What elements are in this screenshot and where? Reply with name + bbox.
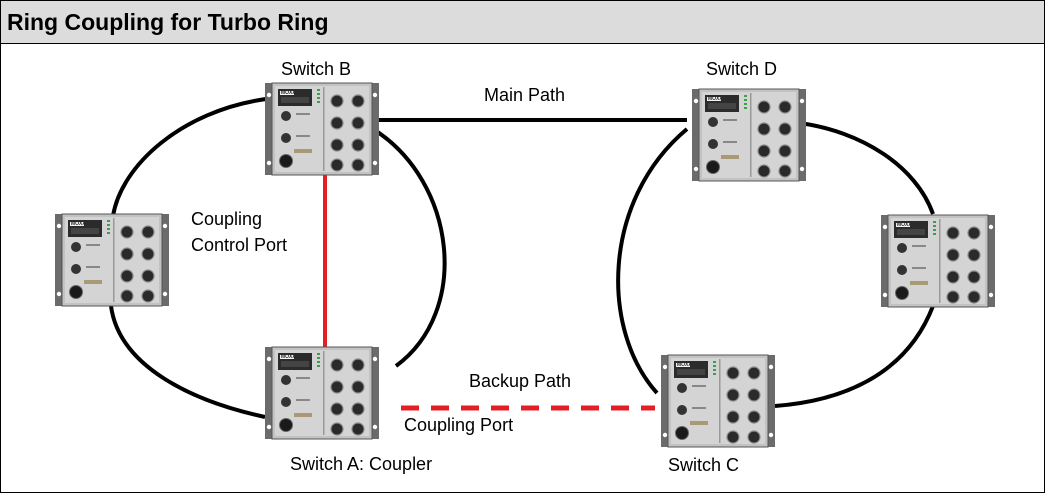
link-switchd-right (798, 121, 935, 215)
switch-b-brand: MOXA (281, 90, 296, 96)
coupling-control-port-label: Coupling Control Port (191, 206, 287, 258)
switch-b-label: Switch B (281, 59, 352, 79)
link-switchd-switchc-arc (616, 127, 689, 395)
ring-links (109, 97, 935, 419)
switch-a-device (264, 346, 380, 440)
link-left-switcha (109, 305, 266, 419)
switch-d-label: Switch D (706, 59, 778, 79)
switch-c-brand: MOXA (677, 362, 692, 368)
switch-left-device (54, 213, 170, 307)
switch-left-brand: MOXA (71, 221, 86, 227)
link-right-switchc (774, 305, 935, 408)
switch-c-label: Switch C (668, 455, 740, 475)
link-switchb-switcha-arc (371, 127, 447, 368)
switch-d-brand: MOXA (708, 96, 723, 102)
link-switchb-left (111, 97, 267, 217)
switch-d-device (691, 88, 807, 182)
switch-right-device (880, 214, 996, 308)
switch-right-brand: MOXA (897, 222, 912, 228)
coupling-port-label: Coupling Port (404, 415, 514, 435)
coupling-control-line1: Coupling (191, 209, 263, 229)
backup-path-label: Backup Path (469, 371, 572, 391)
switch-b-device (264, 82, 380, 176)
coupling-control-line2: Control Port (191, 235, 288, 255)
title-bar: Ring Coupling for Turbo Ring (1, 1, 1044, 44)
main-path-label: Main Path (484, 85, 566, 105)
switch-a-brand: MOXA (281, 354, 296, 360)
switch-c-device (660, 354, 776, 448)
diagram-title: Ring Coupling for Turbo Ring (7, 9, 329, 35)
switch-a-label: Switch A: Coupler (290, 454, 433, 474)
